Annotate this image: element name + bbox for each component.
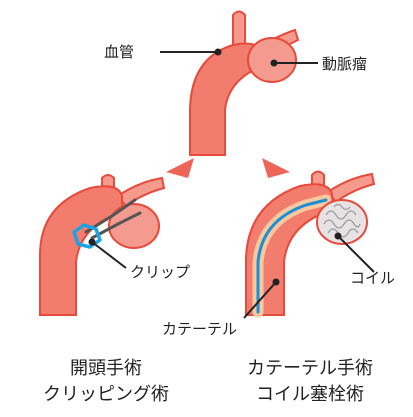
caption-right-line1: カテーテル手術 xyxy=(210,356,410,382)
aneurysm-leader-dot xyxy=(271,60,278,67)
label-coil: コイル xyxy=(350,269,395,287)
top-illustration: 血管 動脈瘤 xyxy=(104,12,367,156)
clip-vessel xyxy=(40,186,122,315)
arrow-left xyxy=(166,158,194,178)
caption-left-line2: クリッピング術 xyxy=(6,382,206,408)
label-aneurysm: 動脈瘤 xyxy=(322,55,367,73)
clipping-illustration: クリップ xyxy=(40,175,190,315)
top-aneurysm xyxy=(248,38,296,82)
arrow-right xyxy=(262,158,290,178)
coil-branch-right xyxy=(328,174,374,202)
label-catheter: カテーテル xyxy=(162,320,237,338)
catheter-leader-dot xyxy=(273,279,280,286)
caption-left-line1: 開頭手術 xyxy=(6,356,206,382)
vessel-leader-dot xyxy=(215,49,222,56)
caption-right: カテーテル手術 コイル塞栓術 xyxy=(210,356,410,408)
caption-right-line2: コイル塞栓術 xyxy=(210,382,410,408)
coil-leader-dot xyxy=(335,233,342,240)
clip-leader-dot xyxy=(89,239,96,246)
label-vessel: 血管 xyxy=(104,43,134,61)
coil-illustration: コイル カテーテル xyxy=(162,172,395,339)
clip-branch-right xyxy=(118,178,164,206)
caption-left: 開頭手術 クリッピング術 xyxy=(6,356,206,408)
label-clip: クリップ xyxy=(130,263,190,281)
